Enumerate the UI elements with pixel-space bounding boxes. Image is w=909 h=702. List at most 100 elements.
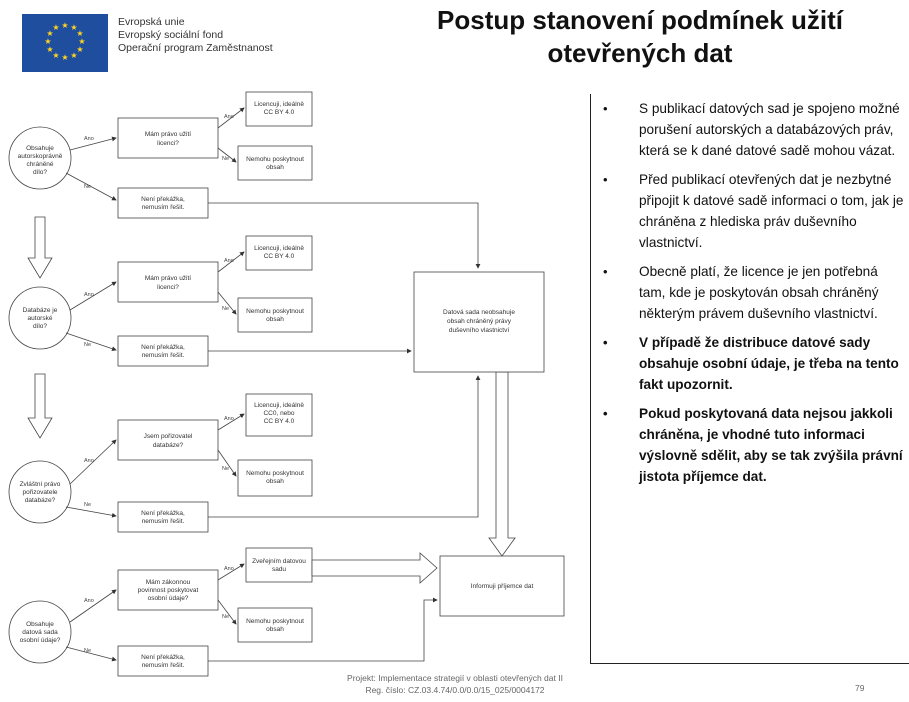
license-box [245, 235, 313, 271]
footer-project: Projekt: Implementace strategií v oblast… [347, 673, 563, 683]
down-arrow [488, 371, 516, 557]
svg-text:★: ★ [78, 37, 85, 46]
answer-no: Ne [222, 614, 229, 620]
answer-yes: Ano [84, 458, 94, 464]
bullet-item: Pokud poskytovaná data nejsou jakkoli ch… [597, 403, 905, 487]
license-text: Licencuji, ideálně [254, 245, 304, 252]
question-text: osobní údaje? [148, 595, 189, 602]
circle-text: Obsahuje [26, 621, 54, 628]
question-box [117, 569, 219, 611]
decision-circle [8, 460, 72, 524]
flow-diagram: Ano Ne Ano Ne Ano Ne Ano Ne Ano Ne Ano N… [0, 80, 590, 680]
answer-no: Ne [222, 466, 229, 472]
answer-no: Ne [84, 648, 91, 654]
question-box [117, 419, 219, 461]
decision-circle [8, 126, 72, 190]
no-obstacle-text: Není překážka, [141, 344, 185, 351]
no-obstacle-box [117, 335, 209, 367]
svg-text:★: ★ [52, 23, 59, 32]
circle-text: dílo? [33, 323, 47, 330]
eu-logo-line: Operační program Zaměstnanost [118, 42, 273, 54]
page-title: Postup stanovení podmínek užití otevřený… [437, 5, 843, 68]
question-text: povinnost poskytovat [138, 587, 199, 594]
inform-text: Informuji příjemce dat [471, 583, 534, 590]
question-text: Mám právo užití [145, 131, 191, 138]
svg-text:★: ★ [70, 51, 77, 60]
circle-text: Zvláštní právo [20, 481, 61, 488]
bullet-panel: S publikací datových sad je spojeno možn… [590, 94, 909, 664]
decision-circle [8, 600, 72, 664]
no-obstacle-text: nemusím řešit. [142, 662, 185, 669]
answer-yes: Ano [224, 566, 234, 572]
cannot-text: obsah [266, 626, 284, 633]
question-text: Mám zákonnou [146, 579, 191, 586]
eu-logo-text: Evropská unie Evropský sociální fond Ope… [118, 16, 338, 55]
svg-text:★: ★ [70, 23, 77, 32]
answer-no: Ne [222, 306, 229, 312]
no-obstacle-text: Není překážka, [141, 654, 185, 661]
license-text: Licencuji, ideálně [254, 402, 304, 409]
circle-text: osobní údaje? [20, 637, 61, 644]
cannot-text: obsah [266, 164, 284, 171]
no-obstacle-box [117, 501, 209, 533]
answer-no: Ne [222, 156, 229, 162]
answer-yes: Ano [224, 258, 234, 264]
cannot-text: obsah [266, 478, 284, 485]
down-arrow [27, 216, 53, 279]
no-obstacle-text: Není překážka, [141, 510, 185, 517]
no-obstacle-text: Není překážka, [141, 196, 185, 203]
cannot-publish-box [237, 607, 313, 643]
eu-stars-icon: ★★★ ★★★ ★★★ ★★★ [44, 21, 85, 62]
license-box [245, 393, 313, 437]
answer-yes: Ano [84, 292, 94, 298]
question-text: databáze? [153, 442, 184, 449]
cannot-text: Nemohu poskytnout [246, 308, 304, 315]
eu-logo-line: Evropský sociální fond [118, 29, 224, 41]
no-obstacle-text: nemusím řešit. [142, 204, 185, 211]
license-text: CC BY 4.0 [264, 109, 295, 116]
page-number: 79 [855, 683, 865, 693]
license-box [245, 547, 313, 583]
answer-yes: Ano [224, 416, 234, 422]
question-text: Mám právo užití [145, 275, 191, 282]
no-obstacle-box [117, 645, 209, 677]
cannot-text: Nemohu poskytnout [246, 618, 304, 625]
not-protected-box [413, 271, 545, 373]
question-box [117, 117, 219, 159]
svg-text:★: ★ [76, 45, 83, 54]
cannot-publish-box [237, 459, 313, 497]
circle-text: Obsahuje [26, 145, 54, 152]
answer-no: Ne [84, 184, 91, 190]
no-obstacle-text: nemusím řešit. [142, 352, 185, 359]
down-arrow [27, 373, 53, 439]
circle-text: pořizovatele [22, 489, 57, 496]
question-text: licenci? [157, 140, 179, 147]
svg-text:★: ★ [61, 21, 68, 30]
answer-no: Ne [84, 342, 91, 348]
question-text: Jsem pořizovatel [144, 433, 193, 440]
eu-flag-logo: ★★★ ★★★ ★★★ ★★★ [22, 14, 108, 72]
svg-text:★: ★ [44, 37, 51, 46]
cannot-text: obsah [266, 316, 284, 323]
eu-logo-line: Evropská unie [118, 16, 185, 28]
license-text: sadu [272, 566, 286, 573]
svg-text:★: ★ [46, 45, 53, 54]
answer-yes: Ano [84, 136, 94, 142]
decision-circle [8, 286, 72, 350]
answer-yes: Ano [224, 114, 234, 120]
bullet-list: S publikací datových sad je spojeno možn… [597, 98, 905, 487]
right-arrow [311, 552, 438, 584]
answer-no: Ne [84, 502, 91, 508]
circle-text: databáze? [25, 497, 56, 504]
svg-text:★: ★ [52, 51, 59, 60]
license-text: Zveřejním datovou [252, 558, 306, 565]
cannot-publish-box [237, 145, 313, 181]
license-text: Licencuji, ideálně [254, 101, 304, 108]
inform-recipient-box [439, 555, 565, 617]
svg-text:★: ★ [46, 29, 53, 38]
bullet-item: S publikací datových sad je spojeno možn… [597, 98, 905, 161]
question-text: licenci? [157, 284, 179, 291]
not-protected-text: duševního vlastnictví [449, 327, 510, 334]
circle-text: datová sada [22, 629, 58, 636]
svg-text:★: ★ [76, 29, 83, 38]
